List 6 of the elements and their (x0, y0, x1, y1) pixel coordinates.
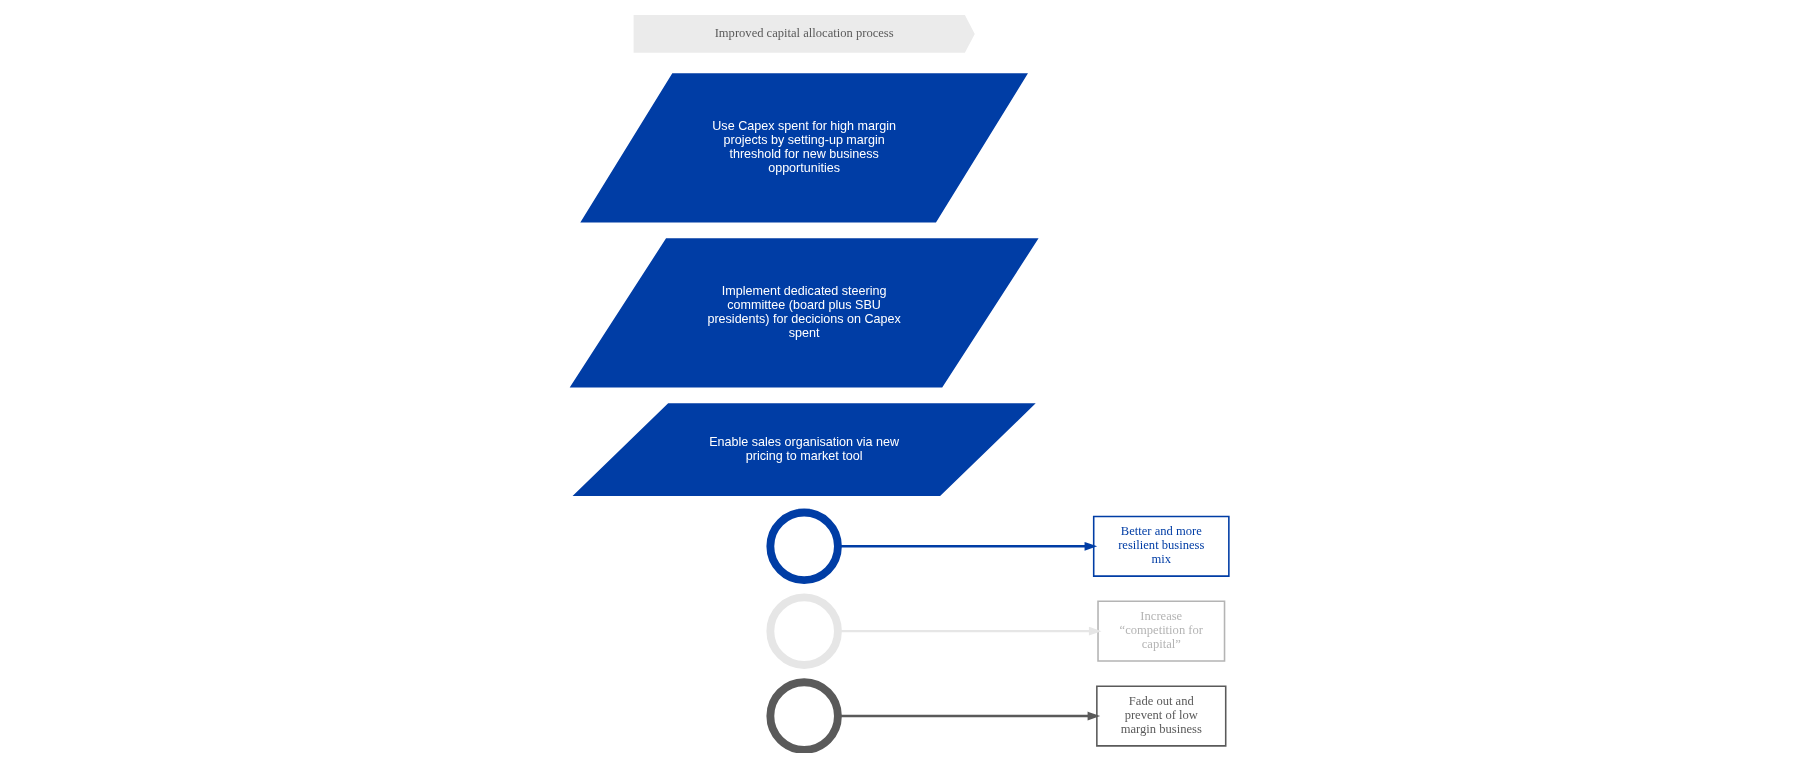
node-box: Better and more resilient business mix (1092, 515, 1230, 577)
node-arc (765, 508, 842, 584)
node-box: Fade out and prevent of low margin business (1095, 685, 1226, 747)
node-arc (765, 678, 842, 753)
node-arc (765, 593, 842, 669)
node-box: Increase “competition for capital” (1096, 600, 1225, 662)
